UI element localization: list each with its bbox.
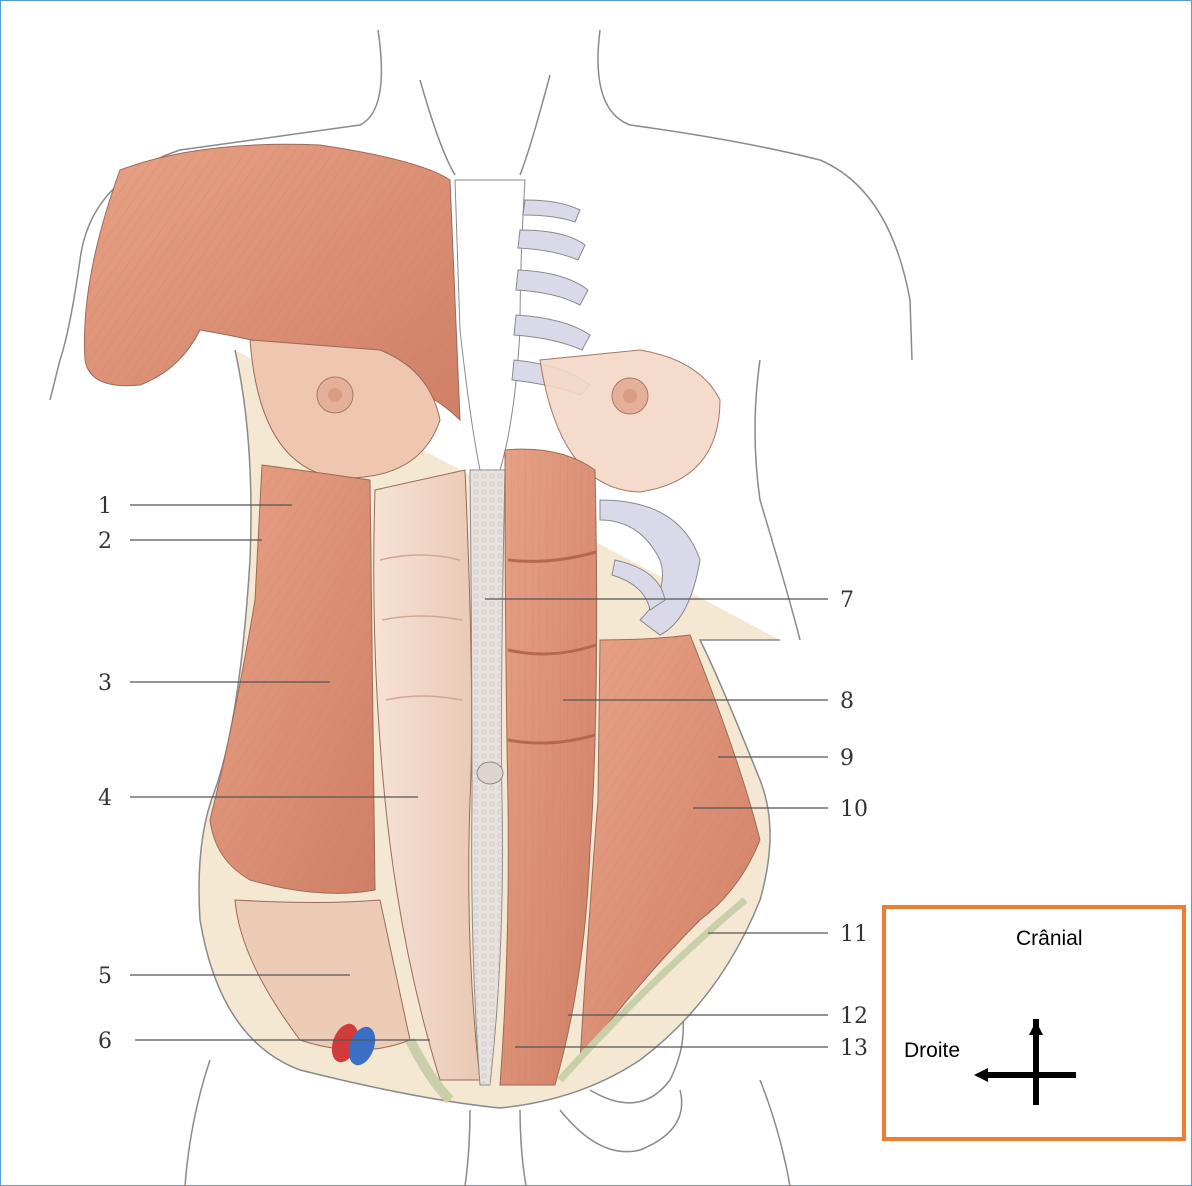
label-3: 3 <box>98 671 112 696</box>
label-5: 5 <box>98 964 112 989</box>
umbilicus <box>477 762 503 784</box>
label-2: 2 <box>98 529 112 554</box>
label-4: 4 <box>98 786 112 811</box>
up-arrow-icon <box>1029 1021 1043 1035</box>
label-1: 1 <box>98 494 112 519</box>
left-arrow-icon <box>974 1068 988 1082</box>
label-12: 12 <box>840 1004 868 1029</box>
label-11: 11 <box>840 922 868 947</box>
orientation-arrows <box>886 909 1182 1137</box>
label-13: 13 <box>840 1036 868 1061</box>
label-7: 7 <box>840 588 854 613</box>
label-8: 8 <box>840 689 854 714</box>
label-10: 10 <box>840 797 868 822</box>
label-9: 9 <box>840 746 854 771</box>
label-6: 6 <box>98 1029 112 1054</box>
orientation-box: Crânial Droite <box>882 905 1186 1141</box>
